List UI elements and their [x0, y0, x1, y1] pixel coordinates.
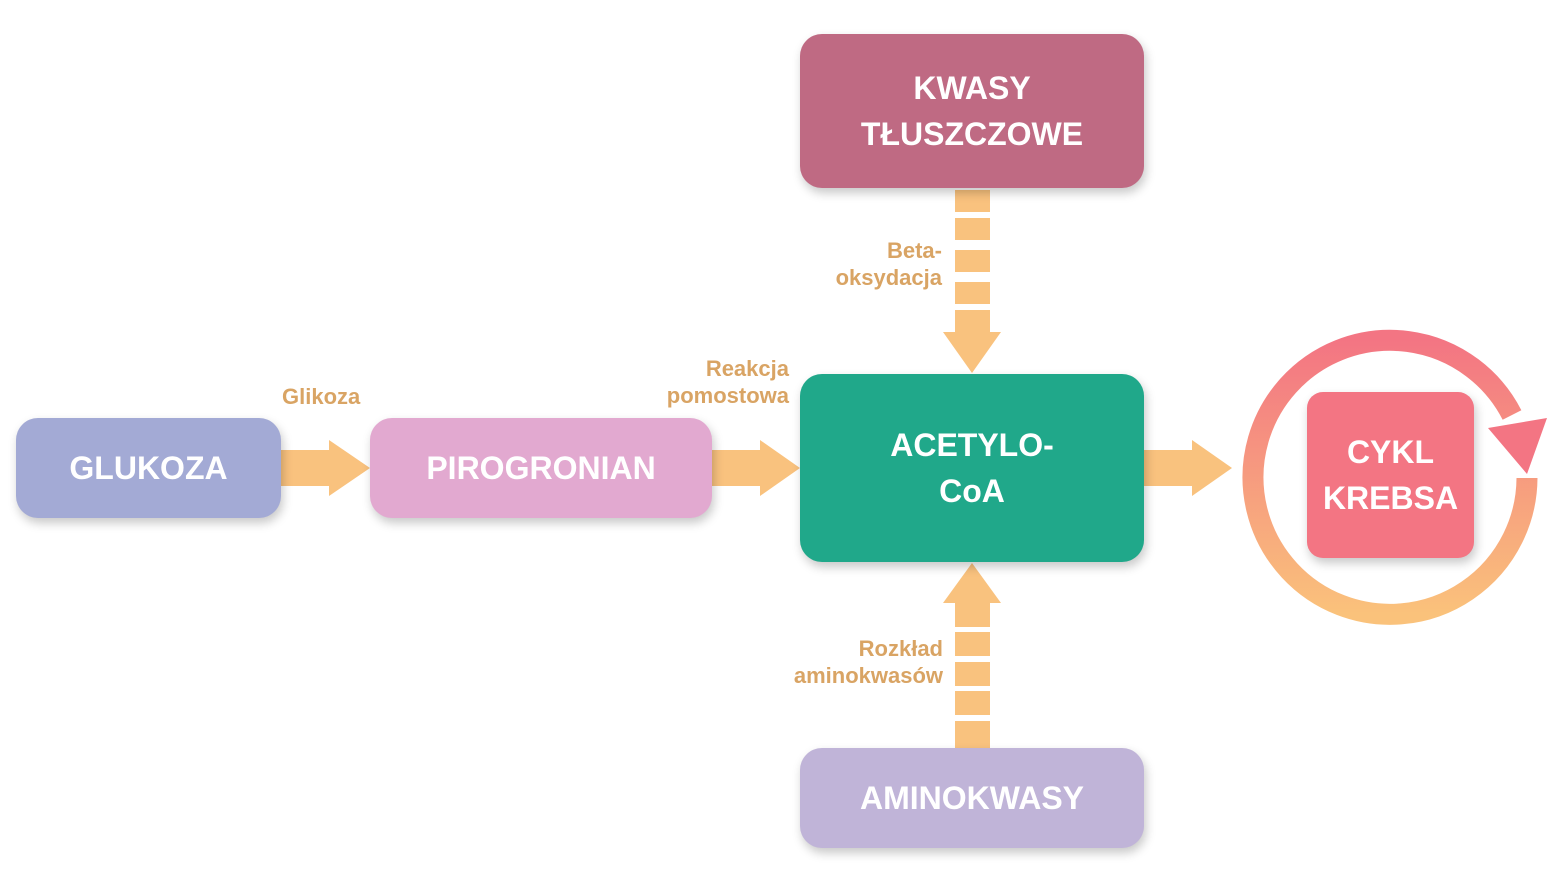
edge-label-reakcja-pomostowa: Reakcja pomostowa: [620, 355, 789, 409]
cycle-ring: [1242, 329, 1538, 625]
arrow-acetylo-krebs: [1144, 440, 1232, 496]
cycle-arrowhead-icon: [1488, 418, 1547, 474]
arrow-pirogronian-acetylo: [712, 440, 800, 496]
arrow-glukoza-pirogronian: [281, 440, 370, 496]
arrow-kwasy-acetylo: [943, 190, 1001, 373]
node-acetylo-coa: ACETYLO- CoA: [800, 374, 1144, 562]
node-krebs-line-2: KREBSA: [1322, 480, 1459, 516]
node-glukoza: GLUKOZA: [16, 418, 281, 518]
node-glukoza-label: GLUKOZA: [69, 450, 228, 486]
node-kwasy-tluszczowe: KWASY TŁUSZCZOWE: [800, 34, 1144, 188]
node-aminokwasy-label: AMINOKWASY: [860, 780, 1084, 816]
edge-label-rozklad-line-1: Rozkład: [858, 636, 943, 661]
edge-label-reakcja-line-2: pomostowa: [666, 383, 789, 408]
edge-label-glikoza-text: Glikoza: [282, 384, 361, 409]
edge-label-reakcja-line-1: Reakcja: [705, 356, 789, 381]
edge-label-beta-line-1: Beta-: [886, 238, 942, 263]
edge-label-glikoza: Glikoza: [282, 383, 360, 410]
edge-label-rozklad-aminokwasow: Rozkład aminokwasów: [740, 635, 943, 689]
node-krebs-line-1: CYKL: [1346, 434, 1435, 470]
arrow-aminokwasy-acetylo: [943, 563, 1001, 748]
node-cykl-krebsa: CYKL KREBSA: [1307, 392, 1474, 558]
edge-label-rozklad-line-2: aminokwasów: [793, 663, 943, 688]
node-acetylo-coa-line-2: CoA: [939, 473, 1005, 509]
node-pirogronian: PIROGRONIAN: [370, 418, 712, 518]
edge-label-beta-line-2: oksydacja: [835, 265, 942, 290]
node-kwasy-line-1: KWASY: [913, 70, 1031, 106]
node-aminokwasy: AMINOKWASY: [800, 748, 1144, 848]
node-kwasy-line-2: TŁUSZCZOWE: [860, 116, 1084, 152]
node-acetylo-coa-line-1: ACETYLO-: [890, 427, 1054, 463]
node-pirogronian-label: PIROGRONIAN: [426, 450, 656, 486]
edge-label-beta-oksydacja: Beta- oksydacja: [790, 237, 942, 291]
